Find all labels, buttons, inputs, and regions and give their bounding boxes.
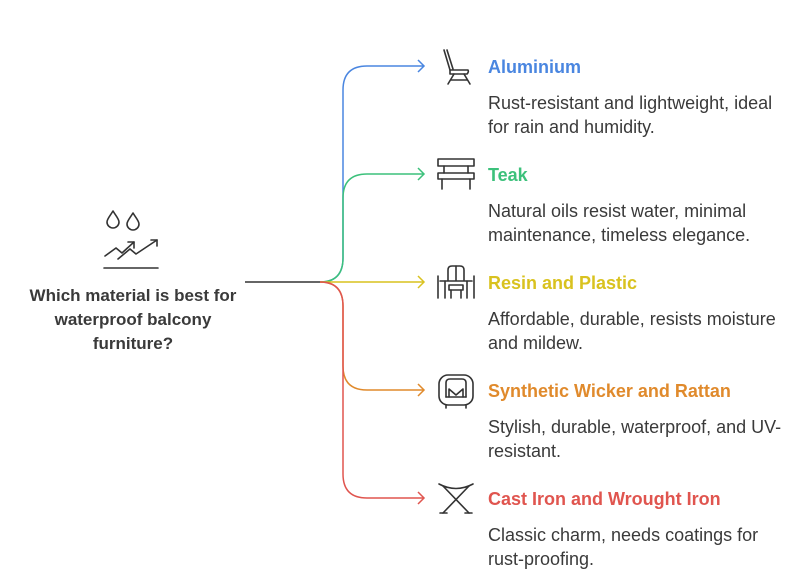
table-chairs-icon bbox=[437, 265, 475, 299]
item-title-teak: Teak bbox=[488, 165, 528, 185]
wicker-armchair-icon bbox=[438, 374, 474, 409]
item-description-cast-wrought-iron: Classic charm, needs coatings for rust-p… bbox=[488, 525, 759, 569]
item-description-aluminium: Rust-resistant and lightweight, ideal fo… bbox=[488, 93, 773, 137]
water-drops-trend-icon bbox=[103, 210, 159, 269]
folding-stool-icon bbox=[438, 483, 474, 514]
item-title-resin-plastic: Resin and Plastic bbox=[488, 273, 638, 293]
chair-icon bbox=[443, 49, 471, 85]
item-title-cast-wrought-iron: Cast Iron and Wrought Iron bbox=[488, 489, 721, 509]
branch-teak bbox=[319, 167, 426, 283]
branch-iron bbox=[319, 281, 426, 505]
branch-resin bbox=[320, 275, 426, 289]
item-description-teak: Natural oils resist water, minimal maint… bbox=[488, 201, 751, 245]
item-title-aluminium: Aluminium bbox=[488, 57, 581, 77]
branch-aluminium bbox=[319, 59, 426, 283]
branch-wicker bbox=[319, 281, 426, 397]
bench-icon bbox=[437, 158, 475, 190]
item-title-wicker-rattan: Synthetic Wicker and Rattan bbox=[488, 381, 731, 401]
central-question: Which material is best for waterproof ba… bbox=[29, 286, 237, 353]
item-description-resin-plastic: Affordable, durable, resists moisture an… bbox=[488, 309, 776, 353]
item-description-wicker-rattan: Stylish, durable, waterproof, and UV-res… bbox=[488, 417, 782, 461]
